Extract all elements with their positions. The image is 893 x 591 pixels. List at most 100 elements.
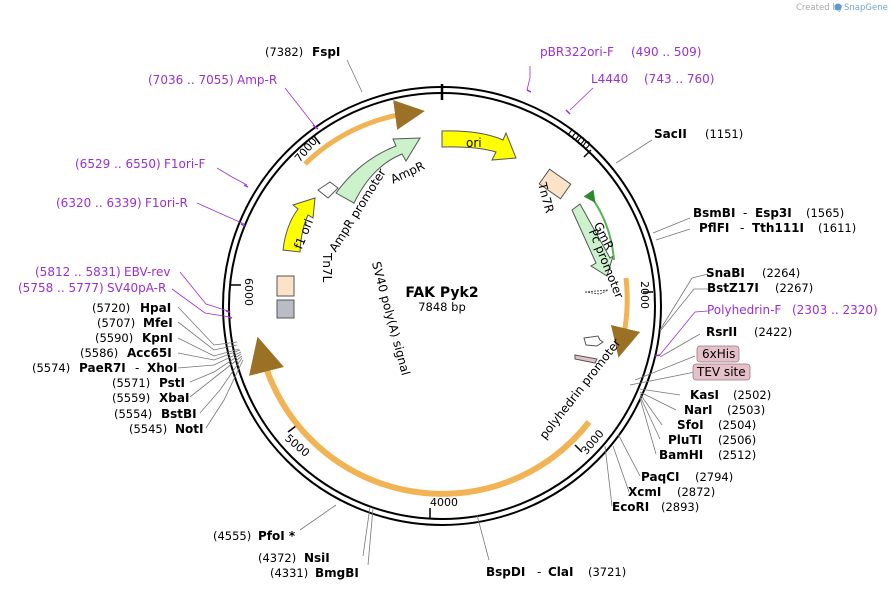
- tick-marks: [231, 135, 653, 518]
- pflfi-position: (1611): [818, 221, 856, 235]
- tev-site-name: TEV site: [696, 365, 746, 379]
- label-acc65i: (5586) Acc65I: [80, 346, 172, 360]
- 6xhis-name: 6xHis: [702, 347, 735, 361]
- bstz17i-name: BstZ17I: [707, 281, 759, 295]
- pluti-position: (2506): [718, 433, 756, 447]
- label-bspdi: BspDI - ClaI (3721): [486, 565, 626, 579]
- label-sfoi: SfoI (2504): [677, 418, 756, 432]
- tick-4000: 4000: [430, 496, 458, 509]
- gmr-feature: [571, 203, 614, 277]
- ecori-position: (2893): [661, 500, 699, 514]
- paqci-position: (2794): [695, 470, 733, 484]
- xbai-position: (5559): [112, 391, 150, 405]
- f1ori-r-position: (6320 .. 6339): [56, 196, 142, 210]
- label-paer7i: (5574) PaeR7I - XhoI: [32, 361, 178, 375]
- polyhedrin-promoter-feature: [583, 335, 604, 347]
- bsmbi-position: (1565): [806, 206, 844, 220]
- label-rsrii: RsrII (2422): [706, 325, 792, 339]
- bsmbi-name: BsmBI: [693, 206, 735, 220]
- pluti-name: PluTI: [668, 433, 702, 447]
- label-polyhedrin-f: Polyhedrin-F (2303 .. 2320): [707, 303, 878, 317]
- pflfi-separator: -: [740, 221, 744, 235]
- label-tev-site: TEV site: [692, 363, 751, 381]
- ori-label: ori: [466, 136, 482, 150]
- label-kasi: KasI (2502): [690, 388, 771, 402]
- sacii-name: SacII: [654, 127, 687, 141]
- label-fspi: (7382) FspI: [265, 45, 340, 59]
- credit-text: Created by: [796, 3, 843, 13]
- paqci-name: PaqCI: [641, 470, 679, 484]
- label-6xhis: 6xHis: [696, 345, 740, 363]
- bspdi-name: BspDI: [486, 565, 525, 579]
- pflfi-name: PflFI: [699, 221, 729, 235]
- label-noti: (5545) NotI: [129, 422, 204, 436]
- nari-name: NarI: [684, 403, 713, 417]
- kpni-name: KpnI: [142, 331, 173, 345]
- label-ebv-rev: (5812 .. 5831) EBV-rev: [35, 265, 170, 279]
- cds-arc-top-left: [303, 100, 425, 166]
- esp3i-name: Esp3I: [755, 206, 792, 220]
- sfoi-name: SfoI: [677, 418, 704, 432]
- label-bstz17i: BstZ17I (2267): [707, 281, 813, 295]
- sv40pa-r-name: SV40pA-R: [107, 281, 166, 295]
- nsii-name: NsiI: [304, 551, 330, 565]
- his-tag-feature: [574, 354, 598, 364]
- noti-name: NotI: [175, 422, 204, 436]
- pbr322ori-f-position: (490 .. 509): [631, 45, 701, 59]
- pbr322ori-f-name: pBR322ori-F: [540, 45, 614, 59]
- amp-r-position: (7036 .. 7055): [148, 73, 234, 87]
- kasi-name: KasI: [690, 388, 719, 402]
- bstz17i-position: (2267): [775, 281, 813, 295]
- label-ecori: EcoRI (2893): [612, 500, 699, 514]
- plasmid-name: FAK Pyk2: [405, 285, 478, 301]
- f1-ori-feature: [282, 197, 316, 253]
- label-l4440: L4440 (743 .. 760): [591, 72, 714, 86]
- label-hpai: (5720) HpaI: [92, 301, 171, 315]
- label-sacii: SacII (1151): [654, 127, 743, 141]
- mfei-position: (5707): [97, 316, 135, 330]
- label-sv40pa-r: (5758 .. 5777) SV40pA-R: [18, 281, 166, 295]
- kasi-position: (2502): [733, 388, 771, 402]
- ori-feature: [441, 130, 517, 161]
- acc65i-position: (5586): [80, 346, 118, 360]
- paer7i-separator: -: [135, 361, 139, 375]
- nsii-position: (4372): [258, 551, 296, 565]
- label-xbai: (5559) XbaI: [112, 391, 189, 405]
- label-f1ori-f: (6529 .. 6550) F1ori-F: [75, 157, 205, 171]
- f1ori-r-name: F1ori-R: [145, 196, 188, 210]
- bspdi-position: (3721): [588, 565, 626, 579]
- mfei-name: MfeI: [143, 316, 173, 330]
- amp-r-name: Amp-R: [237, 73, 277, 87]
- label-bmgbi: (4331) BmgBI: [270, 566, 359, 580]
- clai-name: ClaI: [548, 565, 573, 579]
- xhoi-name: XhoI: [147, 361, 178, 375]
- label-bamhi: BamHI (2512): [659, 448, 756, 462]
- label-nsii: (4372) NsiI: [258, 551, 330, 565]
- tn7l-feature: [276, 275, 295, 297]
- xbai-name: XbaI: [159, 391, 189, 405]
- tn7l-label: Tn7L: [320, 252, 334, 283]
- pfoi-position: (4555): [213, 529, 251, 543]
- acc65i-name: Acc65I: [127, 346, 172, 360]
- label-paqci: PaqCI (2794): [641, 470, 733, 484]
- label-bstbi: (5554) BstBI: [114, 407, 197, 421]
- label-f1ori-r: (6320 .. 6339) F1ori-R: [56, 196, 188, 210]
- bamhi-position: (2512): [718, 448, 756, 462]
- bmgbi-position: (4331): [270, 566, 308, 580]
- fspi-position: (7382): [265, 45, 303, 59]
- sacii-position: (1151): [705, 127, 743, 141]
- tick-6000: 6000: [242, 278, 255, 306]
- bstbi-name: BstBI: [161, 407, 197, 421]
- label-psti: (5571) PstI: [112, 376, 185, 390]
- kpni-position: (5590): [95, 331, 133, 345]
- ampr-feature: [335, 137, 421, 204]
- label-nari: NarI (2503): [684, 403, 765, 417]
- bstbi-position: (5554): [114, 407, 152, 421]
- label-snabi: SnaBI (2264): [706, 266, 800, 280]
- sv40pa-r-position: (5758 .. 5777): [18, 281, 104, 295]
- ebv-rev-position: (5812 .. 5831): [35, 265, 121, 279]
- pc-promoter-feature: [584, 289, 609, 295]
- tev-site-badge: [692, 363, 751, 381]
